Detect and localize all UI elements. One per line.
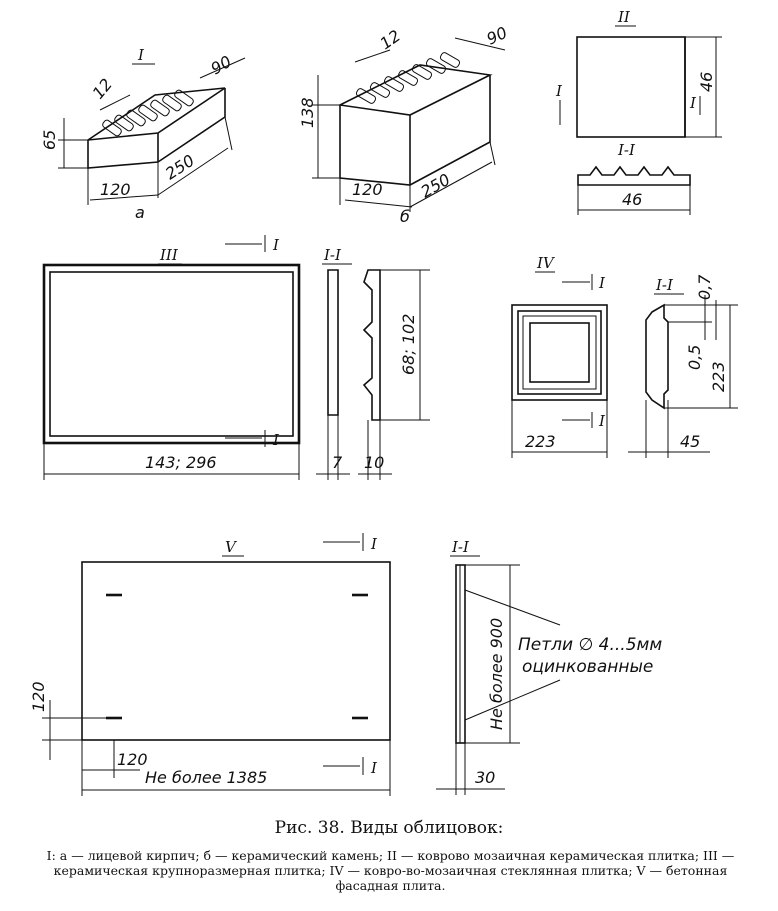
v-length-dim: Не более 1385 xyxy=(145,768,267,787)
iv-dim-05: 0,5 xyxy=(685,345,704,370)
v-loop-note-line2: оцинкованные xyxy=(522,657,653,677)
v-section-mark-top: I xyxy=(370,535,378,553)
v-loop-vertical-dim: 120 xyxy=(29,681,48,712)
iii-section-title: I-I xyxy=(323,246,342,264)
view-i-b-stone: 12 90 138 120 250 б xyxy=(298,23,510,226)
v-loop-horizontal-dim: 120 xyxy=(117,750,148,769)
ii-width-dim: 46 xyxy=(622,190,642,209)
figure-legend: I: а — лицевой кирпич; б — керамический … xyxy=(46,848,735,893)
v-loop-note-line1: Петли ∅ 4...5мм xyxy=(518,635,662,655)
iv-height-dim: 223 xyxy=(709,361,728,392)
ii-section-title: I-I xyxy=(617,141,636,159)
iv-thickness-dim: 45 xyxy=(680,432,700,451)
view-iv: IV I I 223 I-I 0,7 0,5 223 45 xyxy=(511,254,738,458)
iii-width-dim: 143; 296 xyxy=(145,453,217,472)
stone-sub-label: б xyxy=(400,207,410,226)
stone-width-dim: 90 xyxy=(484,23,510,49)
view-v: V I 120 120 I Не более 1385 I-I Не более… xyxy=(29,533,662,796)
brick-height-dim: 65 xyxy=(40,130,59,150)
v-section-title: I-I xyxy=(451,538,470,556)
stone-height-dim: 138 xyxy=(298,97,317,128)
view-iv-label: IV xyxy=(536,254,556,272)
iii-section-mark-bottom: I xyxy=(272,431,280,449)
view-i-label: I xyxy=(137,46,145,64)
iv-section-mark-top: I xyxy=(598,274,606,292)
v-section-mark-bottom: I xyxy=(370,759,378,777)
stone-length-dim: 250 xyxy=(418,170,454,202)
ii-section-mark-left: I xyxy=(555,82,563,100)
view-v-label: V xyxy=(225,538,238,556)
brick-sub-label: а xyxy=(135,203,145,222)
iv-section-mark-bottom: I xyxy=(598,412,606,430)
stone-slot-dim: 12 xyxy=(376,26,404,53)
figure-caption: Рис. 38. Виды облицовок: xyxy=(274,818,504,838)
view-ii: II 46 I I I-I 46 xyxy=(555,8,722,215)
brick-slot-dim: 12 xyxy=(89,75,117,103)
view-iii-label: III xyxy=(159,246,179,264)
brick-depth-dim: 120 xyxy=(100,180,131,199)
iii-thickness-7: 7 xyxy=(332,453,343,472)
brick-width-dim: 90 xyxy=(208,52,235,79)
iv-section-title: I-I xyxy=(655,276,674,294)
iii-thickness-10: 10 xyxy=(364,453,384,472)
iii-height-dim: 68; 102 xyxy=(399,314,418,375)
v-thickness-dim: 30 xyxy=(475,768,495,787)
v-height-dim: Не более 900 xyxy=(487,618,506,730)
view-i-a-brick: I 12 90 65 120 250 а xyxy=(40,46,246,222)
iv-dim-07: 0,7 xyxy=(695,274,714,300)
view-ii-label: II xyxy=(617,8,631,26)
iii-section-mark-top: I xyxy=(272,236,280,254)
view-iii: III I I 143; 296 I-I 68; 102 7 10 xyxy=(42,235,430,480)
ii-height-dim: 46 xyxy=(697,72,716,92)
stone-depth-dim: 120 xyxy=(352,180,383,199)
iv-width-dim: 223 xyxy=(525,432,556,451)
ii-section-mark-right: I xyxy=(689,94,697,112)
